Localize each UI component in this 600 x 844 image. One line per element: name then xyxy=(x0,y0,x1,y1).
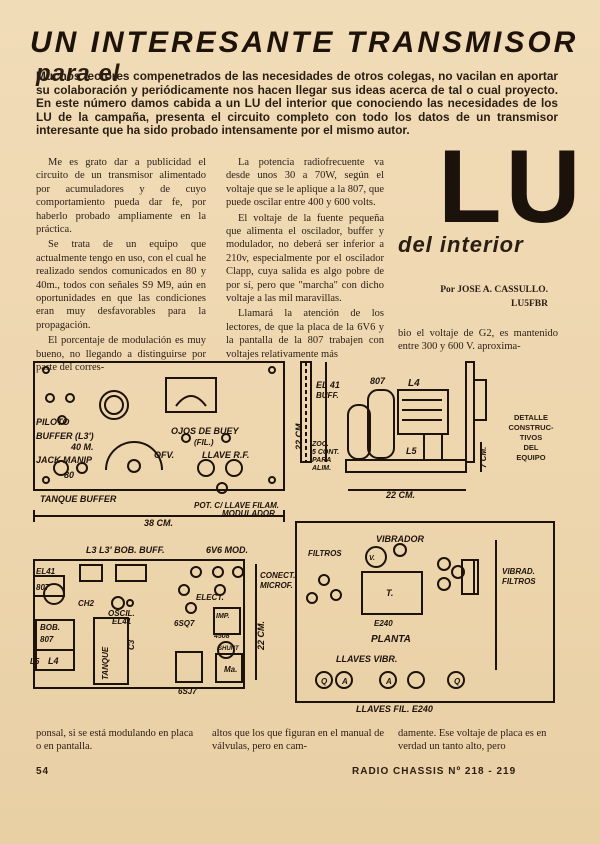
svg-text:VIBRADOR: VIBRADOR xyxy=(376,534,425,544)
svg-text:C3: C3 xyxy=(127,639,136,650)
svg-text:OJOS DE BUEY: OJOS DE BUEY xyxy=(171,426,240,436)
svg-text:PILOTO: PILOTO xyxy=(36,417,69,427)
svg-text:SHUNT: SHUNT xyxy=(218,646,240,652)
svg-text:CONECT.: CONECT. xyxy=(260,571,295,580)
svg-text:Ma.: Ma. xyxy=(224,665,237,674)
svg-text:CH2: CH2 xyxy=(78,599,95,608)
svg-text:BOB.: BOB. xyxy=(40,623,60,632)
svg-text:5 CONT.: 5 CONT. xyxy=(312,449,339,456)
svg-text:LLAVES VIBR.: LLAVES VIBR. xyxy=(336,654,397,664)
svg-text:7 CM.: 7 CM. xyxy=(479,447,488,468)
svg-text:6SQ7: 6SQ7 xyxy=(174,619,195,628)
bottom-text-3: damente. Ese voltaje de placa es en verd… xyxy=(398,728,547,753)
title-lu: LU xyxy=(438,129,585,245)
front-panel xyxy=(33,361,285,491)
svg-text:40 M.: 40 M. xyxy=(70,442,94,452)
paragraph: El voltaje de la fuente pequeña que alim… xyxy=(226,212,384,305)
svg-text:22 CM.: 22 CM. xyxy=(385,490,415,500)
svg-text:Q: Q xyxy=(454,677,461,686)
paragraph: Se trata de un equipo que actualmente te… xyxy=(36,239,206,331)
construction-diagram: PILOTO BUFFER (L3') 40 M. OJOS DE BUEY (… xyxy=(30,361,555,714)
column-1: Me es grato dar a publicidad el circuito… xyxy=(36,156,206,377)
svg-text:MICROF.: MICROF. xyxy=(260,581,293,590)
svg-text:EL41: EL41 xyxy=(112,617,132,626)
svg-text:BUFFER (L3'): BUFFER (L3') xyxy=(36,431,94,441)
headline-tail: para el xyxy=(36,60,121,87)
paragraph: La potencia radiofrecuente va desde unos… xyxy=(226,157,384,209)
svg-text:E240: E240 xyxy=(374,619,393,628)
svg-text:IMP.: IMP. xyxy=(216,613,230,620)
svg-text:PLANTA: PLANTA xyxy=(371,634,411,645)
svg-text:TANQUE: TANQUE xyxy=(101,646,110,680)
headline: UN INTERESANTE TRANSMISOR para el xyxy=(30,26,590,88)
svg-text:(FIL.): (FIL.) xyxy=(194,438,214,447)
svg-text:LLAVES FIL. E240: LLAVES FIL. E240 xyxy=(356,704,433,714)
detail-caption: DETALLE CONSTRUC- TIVOS DEL EQUIPO xyxy=(508,413,554,462)
svg-text:VIBRAD.: VIBRAD. xyxy=(502,567,535,576)
column-3-text: bio el voltaje de G2, es mantenido entre… xyxy=(398,328,558,353)
title-interior: del interior xyxy=(398,232,524,257)
svg-text:22 CM.: 22 CM. xyxy=(294,421,304,451)
svg-text:22 CM.: 22 CM. xyxy=(256,621,266,651)
svg-text:LLAVE R.F.: LLAVE R.F. xyxy=(202,450,249,460)
paragraph: Me es grato dar a publicidad el circuito… xyxy=(36,157,206,236)
svg-text:A: A xyxy=(341,677,348,686)
svg-text:ALIM.: ALIM. xyxy=(311,465,331,472)
column-2: La potencia radiofrecuente va desde unos… xyxy=(226,156,384,363)
svg-text:L3 L3' BOB. BUFF.: L3 L3' BOB. BUFF. xyxy=(86,545,165,555)
svg-text:807: 807 xyxy=(40,635,54,644)
byline: Por JOSE A. CASSULLO. LU5FBR xyxy=(440,283,548,311)
svg-text:TANQUE BUFFER: TANQUE BUFFER xyxy=(40,494,117,504)
svg-text:ELECT.: ELECT. xyxy=(196,593,224,602)
svg-text:ZOC.: ZOC. xyxy=(311,441,329,448)
svg-text:L4: L4 xyxy=(408,378,420,389)
svg-text:OFV.: OFV. xyxy=(154,450,174,460)
svg-text:38 CM.: 38 CM. xyxy=(144,518,173,528)
svg-text:6SJ7: 6SJ7 xyxy=(178,687,197,696)
svg-text:EL 41: EL 41 xyxy=(316,380,340,390)
svg-text:L4: L4 xyxy=(48,656,59,666)
paragraph: Llamará la atención de los lectores, de … xyxy=(226,308,384,360)
callsign: LU5FBR xyxy=(511,299,548,309)
svg-text:6V6 MOD.: 6V6 MOD. xyxy=(206,545,248,555)
svg-text:OSCIL.: OSCIL. xyxy=(108,609,135,618)
svg-text:BUFF.: BUFF. xyxy=(316,391,339,400)
svg-text:FILTROS: FILTROS xyxy=(308,549,342,558)
svg-text:PARA: PARA xyxy=(312,457,331,464)
author: Por JOSE A. CASSULLO. xyxy=(440,285,548,295)
page-number: 54 xyxy=(36,766,50,777)
svg-text:Q: Q xyxy=(321,677,328,686)
svg-text:FILTROS: FILTROS xyxy=(502,577,536,586)
svg-text:L5: L5 xyxy=(406,446,417,456)
svg-text:L5: L5 xyxy=(30,657,40,666)
svg-text:80: 80 xyxy=(64,470,74,480)
svg-text:V.: V. xyxy=(369,555,375,562)
svg-text:T.: T. xyxy=(386,588,393,598)
svg-text:POT. C/ LLAVE FILAM.: POT. C/ LLAVE FILAM. xyxy=(194,501,279,510)
magazine-name: RADIO CHASSIS Nº 218 - 219 xyxy=(352,766,517,777)
svg-text:4508: 4508 xyxy=(213,633,230,640)
svg-text:EL41: EL41 xyxy=(36,567,56,576)
intro-paragraph: Muchos lectores compenetrados de las nec… xyxy=(36,69,558,138)
svg-text:A: A xyxy=(385,677,392,686)
headline-main: UN INTERESANTE TRANSMISOR xyxy=(30,26,579,59)
svg-text:807: 807 xyxy=(36,583,50,592)
svg-text:807: 807 xyxy=(370,376,386,386)
svg-text:JACK MANIP: JACK MANIP xyxy=(36,455,93,465)
svg-text:MODULADOR: MODULADOR xyxy=(222,509,275,518)
bottom-text-2: altos que los que figuran en el manual d… xyxy=(212,728,385,753)
paragraph: El porcentaje de modulación es muy bueno… xyxy=(36,335,206,374)
bottom-text-1: ponsal, si se está modulando en placa o … xyxy=(36,728,194,753)
